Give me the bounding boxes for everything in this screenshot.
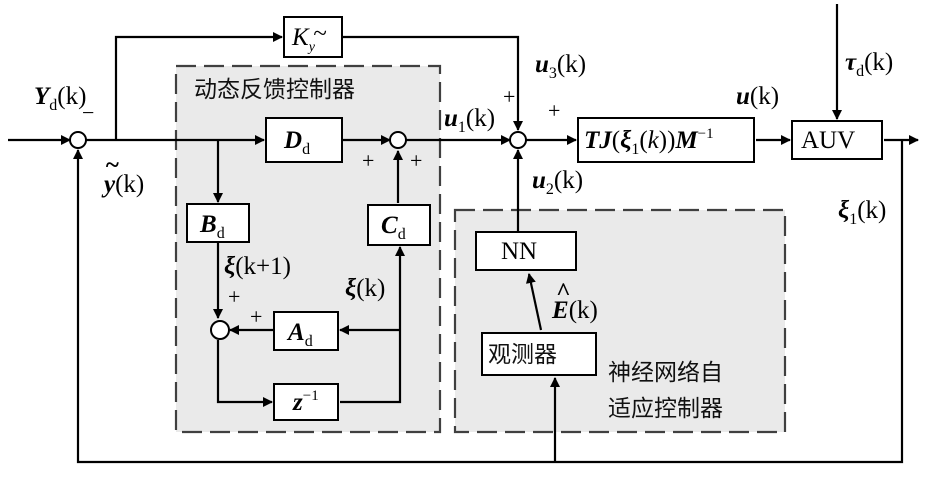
label-u3: u3(k) <box>535 51 586 82</box>
svg-text:+: + <box>362 148 374 173</box>
block-ad: Ad <box>273 311 339 351</box>
svg-text:+: + <box>410 148 422 173</box>
nn-controller-label-line2: 适应控制器 <box>608 396 723 422</box>
svg-text:−: − <box>82 100 94 125</box>
svg-text:~: ~ <box>313 20 327 47</box>
block-k-ytilde: Ky ~ <box>283 16 343 58</box>
block-tj-m-inverse: TJ(ξ1(k))M−1 <box>577 117 755 163</box>
label-e-hat: E(k) ^ <box>551 279 598 324</box>
sum-error <box>69 131 87 149</box>
svg-text:E(k): E(k) <box>551 297 598 324</box>
dynamic-controller-label: 动态反馈控制器 <box>194 77 355 103</box>
label-xi1: ξ1(k) <box>838 197 886 228</box>
label-y-tilde: y(k) ~ <box>101 152 144 198</box>
svg-text:+: + <box>503 84 515 109</box>
svg-text:^: ^ <box>556 279 570 306</box>
junction-signs: − + + + + + + <box>82 84 560 329</box>
label-u1: u1(k) <box>444 105 495 136</box>
svg-text:+: + <box>250 304 262 329</box>
svg-text:TJ(ξ1(k))M−1: TJ(ξ1(k))M−1 <box>584 126 714 158</box>
svg-text:NN: NN <box>501 238 537 265</box>
label-u: u(k) <box>736 83 779 110</box>
svg-text:AUV: AUV <box>801 127 855 154</box>
svg-text:Ky: Ky <box>291 24 316 55</box>
svg-text:观测器: 观测器 <box>488 342 557 368</box>
signal-wires <box>8 4 919 464</box>
label-xi-k-plus-1: ξ(k+1) <box>224 253 291 280</box>
label-yd: Yd(k) <box>34 83 86 114</box>
label-u2: u2(k) <box>532 167 583 198</box>
svg-text:Dd: Dd <box>283 127 310 158</box>
label-xi-k: ξ(k) <box>345 275 385 302</box>
nn-controller-label-line1: 神经网络自 <box>608 360 723 386</box>
block-observer: 观测器 <box>481 332 597 376</box>
svg-text:+: + <box>228 284 240 309</box>
svg-text:Ad: Ad <box>286 319 313 350</box>
block-auv: AUV <box>791 120 883 160</box>
block-nn: NN <box>475 231 577 271</box>
svg-text:y(k): y(k) <box>101 171 144 198</box>
svg-text:~: ~ <box>105 152 119 179</box>
svg-text:z−1: z−1 <box>292 388 319 416</box>
sum-controller-output <box>389 131 407 149</box>
sum-state-update <box>210 320 230 340</box>
svg-text:+: + <box>548 98 560 123</box>
sum-total-control <box>509 131 527 149</box>
block-dd: Dd <box>265 117 343 163</box>
block-cd: Cd <box>367 204 431 246</box>
label-tau-d: τd(k) <box>845 49 893 80</box>
svg-text:Cd: Cd <box>381 212 406 243</box>
block-z-inverse: z−1 <box>273 383 339 421</box>
svg-text:Bd: Bd <box>199 211 225 242</box>
block-bd: Bd <box>186 203 250 243</box>
